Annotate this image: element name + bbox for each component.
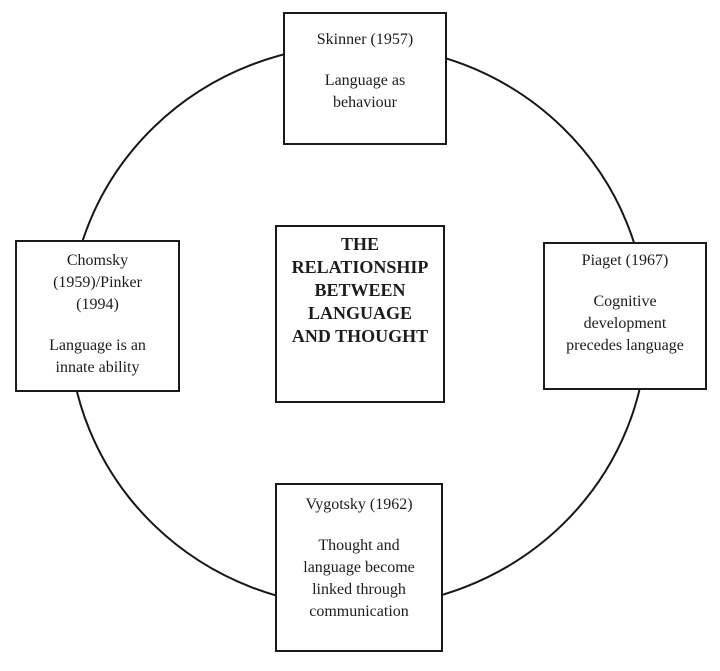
vygotsky-box-title: Vygotsky (1962) bbox=[305, 496, 413, 513]
skinner-box-title: Skinner (1957) bbox=[316, 31, 414, 48]
central-topic-box: THE RELATIONSHIP BETWEEN LANGUAGE AND TH… bbox=[275, 225, 445, 403]
piaget-box: Piaget (1967) Cognitive development prec… bbox=[543, 242, 707, 390]
vygotsky-box: Vygotsky (1962) Thought and language bec… bbox=[275, 483, 443, 652]
piaget-box-title: Piaget (1967) bbox=[581, 252, 669, 269]
chomsky-pinker-box-body: Language is an innate ability bbox=[49, 337, 146, 376]
piaget-box-body: Cognitive development precedes language bbox=[566, 293, 684, 354]
skinner-box-body: Language as behaviour bbox=[324, 72, 406, 111]
skinner-box: Skinner (1957) Language as behaviour bbox=[283, 12, 447, 145]
chomsky-pinker-box: Chomsky (1959)/Pinker (1994) Language is… bbox=[15, 240, 180, 392]
chomsky-pinker-box-title: Chomsky (1959)/Pinker (1994) bbox=[53, 252, 142, 313]
central-topic-title: THE RELATIONSHIP BETWEEN LANGUAGE AND TH… bbox=[291, 234, 429, 346]
vygotsky-box-body: Thought and language become linked throu… bbox=[303, 537, 415, 620]
